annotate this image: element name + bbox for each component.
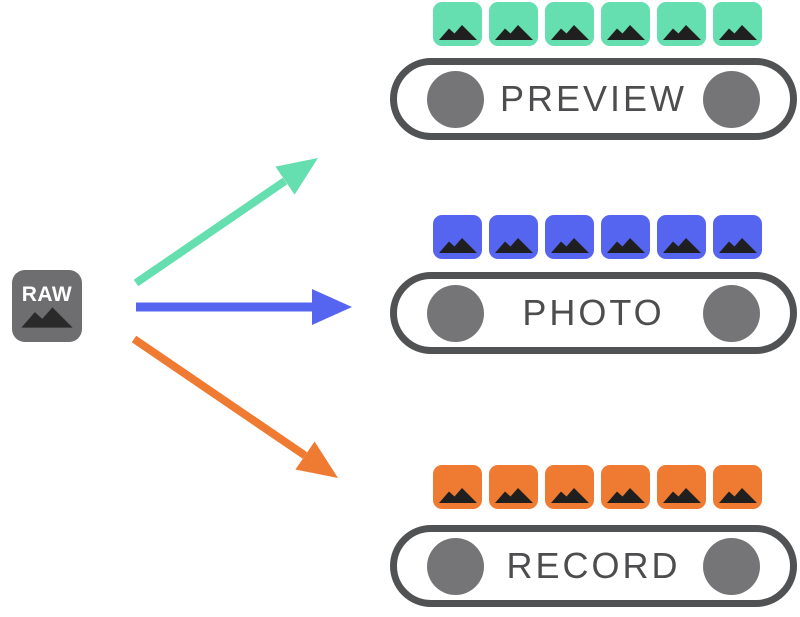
- image-mountain-icon: [718, 25, 757, 40]
- raw-label: RAW: [21, 283, 73, 307]
- preview-frame-icon: [489, 2, 538, 46]
- roller-circle-right: [703, 70, 760, 128]
- image-mountain-icon: [494, 25, 533, 40]
- image-mountain-icon: [494, 488, 533, 503]
- arrow-to-photo: [136, 289, 352, 325]
- photo-frame-icon: [713, 215, 762, 259]
- image-mountain-icon: [438, 488, 477, 503]
- image-mountain-icon: [438, 25, 477, 40]
- arrow-to-record: [131, 335, 338, 478]
- photo-frame-icon: [545, 215, 594, 259]
- photo-frame-icon: [489, 215, 538, 259]
- image-mountain-icon: [438, 238, 477, 253]
- record-frame-icon: [657, 465, 706, 509]
- image-mountain-icon: [550, 25, 589, 40]
- image-mountain-icon: [606, 238, 645, 253]
- image-mountain-icon: [662, 488, 701, 503]
- roller-circle-left: [427, 284, 484, 342]
- raw-source-box: RAW: [12, 270, 82, 342]
- arrow-to-preview: [133, 158, 318, 287]
- photo-frame-row: [433, 215, 762, 259]
- record-frame-icon: [433, 465, 482, 509]
- image-mountain-icon: [606, 488, 645, 503]
- record-frame-icon: [545, 465, 594, 509]
- image-mountain-icon: [662, 238, 701, 253]
- image-mountain-icon: [606, 25, 645, 40]
- roller-circle-left: [427, 70, 484, 128]
- image-mountain-icon: [718, 238, 757, 253]
- photo-queue-pill: PHOTO: [390, 272, 797, 354]
- image-mountain-icon: [662, 25, 701, 40]
- preview-frame-icon: [601, 2, 650, 46]
- record-frame-icon: [713, 465, 762, 509]
- image-mountain-icon: [718, 488, 757, 503]
- image-mountain-icon: [550, 488, 589, 503]
- arrowhead-preview: [275, 158, 318, 195]
- record-frame-icon: [489, 465, 538, 509]
- preview-queue-pill: PREVIEW: [390, 58, 797, 140]
- preview-frame-row: [433, 2, 762, 46]
- preview-label: PREVIEW: [499, 78, 688, 119]
- record-frame-row: [433, 465, 762, 509]
- preview-frame-icon: [657, 2, 706, 46]
- image-mountain-icon: [550, 238, 589, 253]
- preview-frame-icon: [433, 2, 482, 46]
- arrowhead-photo: [312, 289, 352, 325]
- preview-frame-icon: [713, 2, 762, 46]
- roller-circle-right: [702, 284, 760, 342]
- raw-image-icon: [21, 307, 73, 328]
- record-queue-pill: RECORD: [390, 525, 797, 607]
- record-label: RECORD: [506, 545, 681, 586]
- roller-circle-right: [702, 537, 760, 595]
- image-mountain-icon: [494, 238, 533, 253]
- mountain-glyph: [21, 307, 73, 328]
- photo-label: PHOTO: [522, 292, 665, 333]
- photo-frame-icon: [433, 215, 482, 259]
- record-frame-icon: [601, 465, 650, 509]
- preview-frame-icon: [545, 2, 594, 46]
- roller-circle-left: [427, 537, 484, 595]
- photo-frame-icon: [657, 215, 706, 259]
- arrowhead-record: [295, 441, 338, 478]
- photo-frame-icon: [601, 215, 650, 259]
